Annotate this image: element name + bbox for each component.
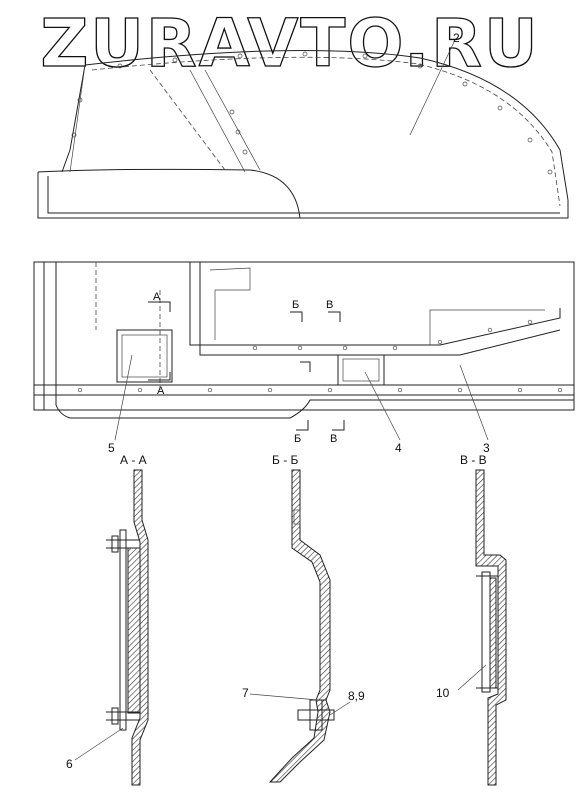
- section-title-aa: А - А: [120, 453, 147, 467]
- cut-mark-v-bottom: В: [330, 433, 337, 445]
- section-aa: [74, 469, 149, 786]
- section-title-bb: Б - Б: [272, 453, 299, 467]
- callout-2: 2: [453, 31, 460, 45]
- cut-mark-a-bottom: A: [157, 385, 165, 397]
- cut-mark-v-top: В: [326, 299, 333, 311]
- callout-6: 6: [66, 757, 73, 771]
- callout-7: 7: [242, 686, 249, 700]
- section-title-vv: В - В: [460, 453, 487, 467]
- callout-5: 5: [108, 441, 115, 455]
- callout-4: 4: [395, 441, 402, 455]
- fender-top-view: [37, 39, 569, 219]
- callout-10: 10: [436, 686, 450, 700]
- fender-side-view: [33, 261, 575, 441]
- watermark-text: ZURAVTO.RU: [40, 5, 539, 82]
- callout-8-9: 8,9: [348, 689, 365, 703]
- cut-mark-b-bottom: Б: [294, 433, 301, 445]
- callout-3: 3: [483, 441, 490, 455]
- cut-mark-b-top: Б: [292, 299, 299, 311]
- cut-mark-a-top: A: [153, 291, 161, 303]
- section-bb: [249, 469, 351, 783]
- section-vv: [457, 469, 507, 786]
